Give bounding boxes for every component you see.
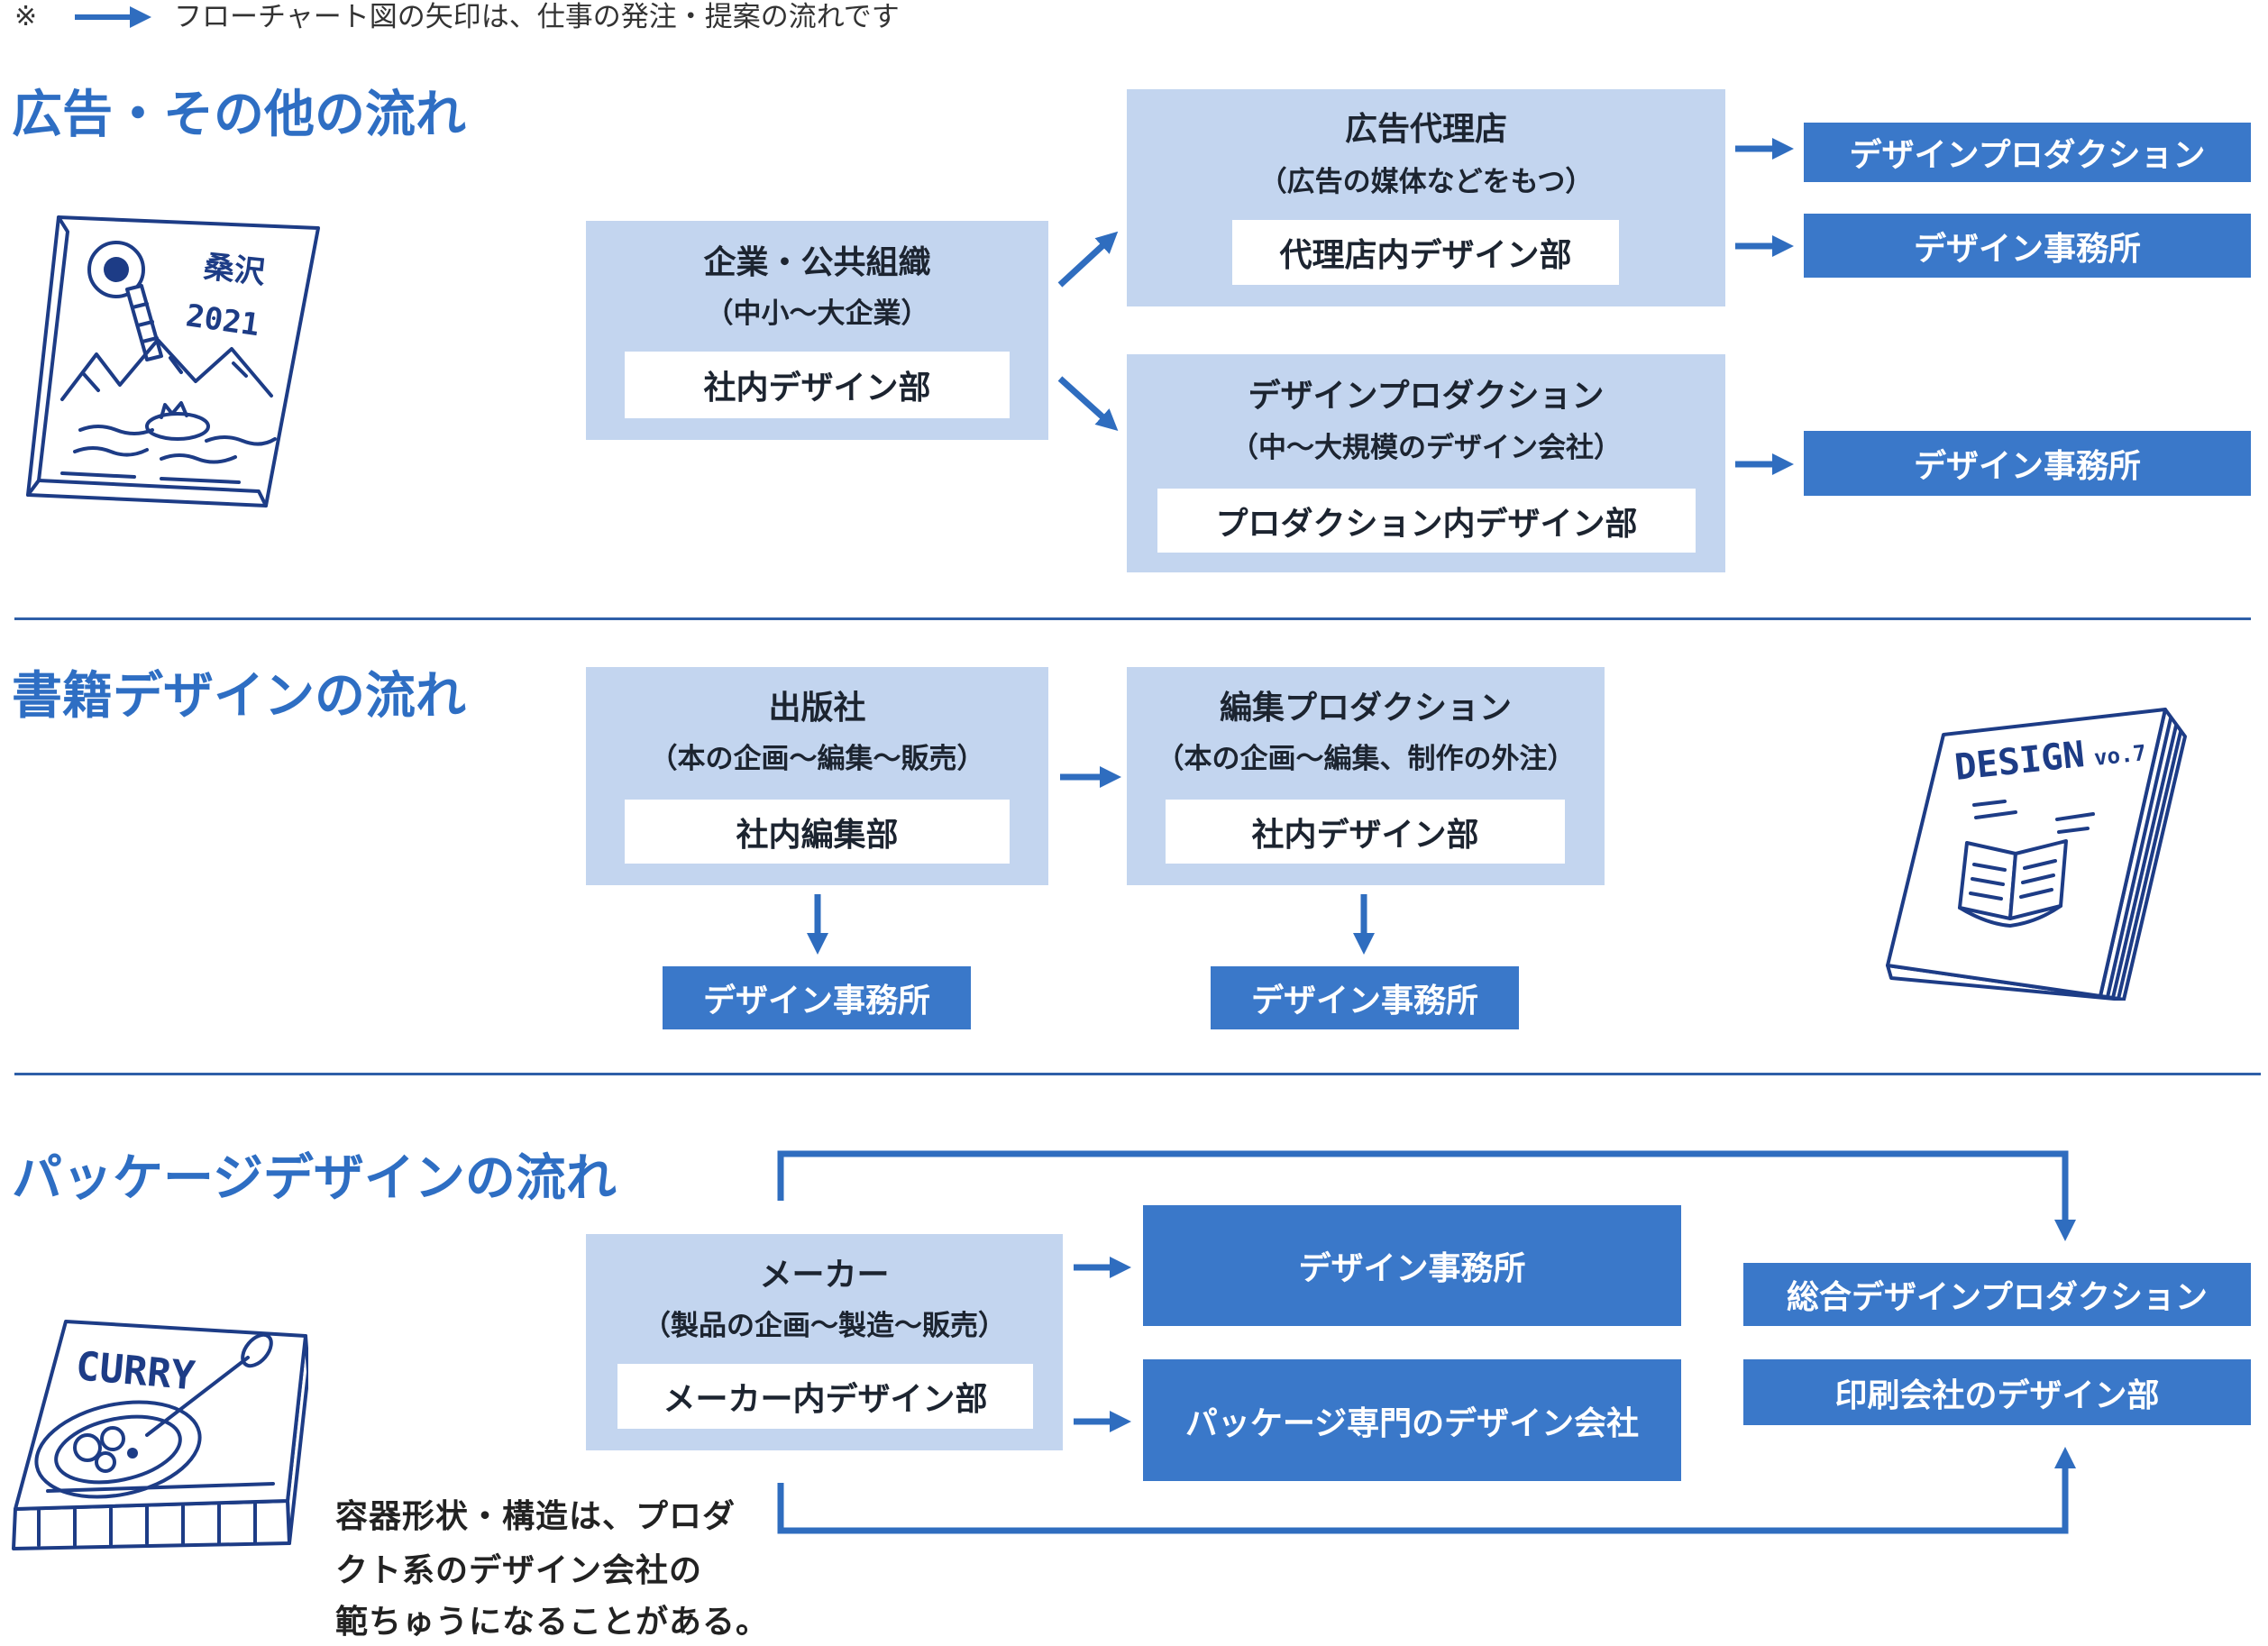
agency-dept: 代理店内デザイン部 bbox=[1232, 220, 1619, 285]
publisher-box: 出版社 （本の企画〜編集〜販売） 社内編集部 bbox=[586, 667, 1048, 885]
section-title-ad: 広告・その他の流れ bbox=[12, 86, 466, 144]
curry-box-illustration: CURRY bbox=[12, 1320, 308, 1550]
arrow-client-to-agency bbox=[1057, 231, 1119, 288]
ad-outsource-office-2: デザイン事務所 bbox=[1804, 431, 2251, 496]
editorial-name: 編集プロダクション bbox=[1219, 690, 1512, 727]
maker-box: メーカー （製品の企画〜製造〜販売） メーカー内デザイン部 bbox=[586, 1234, 1063, 1450]
note-symbol: ※ bbox=[14, 1, 38, 32]
book-cover-issue: vo.7 bbox=[2093, 740, 2147, 771]
client-name: 企業・公共組織 bbox=[703, 244, 931, 281]
client-sub: （中小〜大企業） bbox=[705, 297, 929, 330]
agency-name: 広告代理店 bbox=[1344, 111, 1507, 148]
legend-note: フローチャート図の矢印は、仕事の発注・提案の流れです bbox=[174, 1, 900, 33]
ad-outsource-production: デザインプロダクション bbox=[1804, 123, 2251, 182]
publisher-name: 出版社 bbox=[768, 690, 866, 727]
package-side-note-line-2: クト系のデザイン会社の bbox=[335, 1552, 703, 1589]
agency-sub: （広告の媒体などをもつ） bbox=[1258, 166, 1594, 198]
package-side-note-line-3: 範ちゅうになることがある。 bbox=[335, 1604, 770, 1641]
production-dept: プロダクション内デザイン部 bbox=[1157, 489, 1696, 553]
magazine-illustration: 桑沢 2021 bbox=[26, 215, 320, 508]
book-outsource-office-2: デザイン事務所 bbox=[1211, 966, 1519, 1029]
maker-name: メーカー bbox=[759, 1257, 890, 1294]
arrow-client-to-production bbox=[1057, 376, 1119, 432]
package-side-note-line-1: 容器形状・構造は、プロダ bbox=[335, 1498, 736, 1535]
publisher-sub: （本の企画〜編集〜販売） bbox=[649, 743, 985, 775]
client-box: 企業・公共組織 （中小〜大企業） 社内デザイン部 bbox=[586, 221, 1048, 440]
section-title-book: 書籍デザインの流れ bbox=[12, 667, 466, 726]
package-middle-specialist: パッケージ専門のデザイン会社 bbox=[1143, 1359, 1681, 1481]
client-dept: 社内デザイン部 bbox=[625, 352, 1010, 418]
agency-box: 広告代理店 （広告の媒体などをもつ） 代理店内デザイン部 bbox=[1127, 89, 1725, 306]
maker-sub: （製品の企画〜製造〜販売） bbox=[643, 1310, 1006, 1342]
package-right-general-production: 総合デザインプロダクション bbox=[1743, 1263, 2251, 1326]
curry-label: CURRY bbox=[74, 1343, 197, 1399]
editorial-dept: 社内デザイン部 bbox=[1166, 800, 1565, 864]
section-divider-1 bbox=[14, 617, 2251, 620]
editorial-box: 編集プロダクション （本の企画〜編集、制作の外注） 社内デザイン部 bbox=[1127, 667, 1605, 885]
section-title-package: パッケージデザインの流れ bbox=[12, 1149, 617, 1208]
editorial-sub: （本の企画〜編集、制作の外注） bbox=[1156, 743, 1576, 775]
section-divider-2 bbox=[14, 1073, 2261, 1075]
book-outsource-office-1: デザイン事務所 bbox=[663, 966, 971, 1029]
publisher-dept: 社内編集部 bbox=[625, 800, 1010, 864]
ad-outsource-office-1: デザイン事務所 bbox=[1804, 214, 2251, 278]
production-box: デザインプロダクション （中〜大規模のデザイン会社） プロダクション内デザイン部 bbox=[1127, 354, 1725, 572]
magazine-kanji: 桑沢 bbox=[202, 249, 268, 291]
production-name: デザインプロダクション bbox=[1248, 378, 1605, 415]
production-sub: （中〜大規模のデザイン会社） bbox=[1230, 432, 1622, 464]
package-middle-office: デザイン事務所 bbox=[1143, 1205, 1681, 1326]
package-right-printing-dept: 印刷会社のデザイン部 bbox=[1743, 1359, 2251, 1425]
maker-dept: メーカー内デザイン部 bbox=[617, 1364, 1033, 1429]
book-illustration: DESIGN vo.7 bbox=[1886, 708, 2187, 1001]
